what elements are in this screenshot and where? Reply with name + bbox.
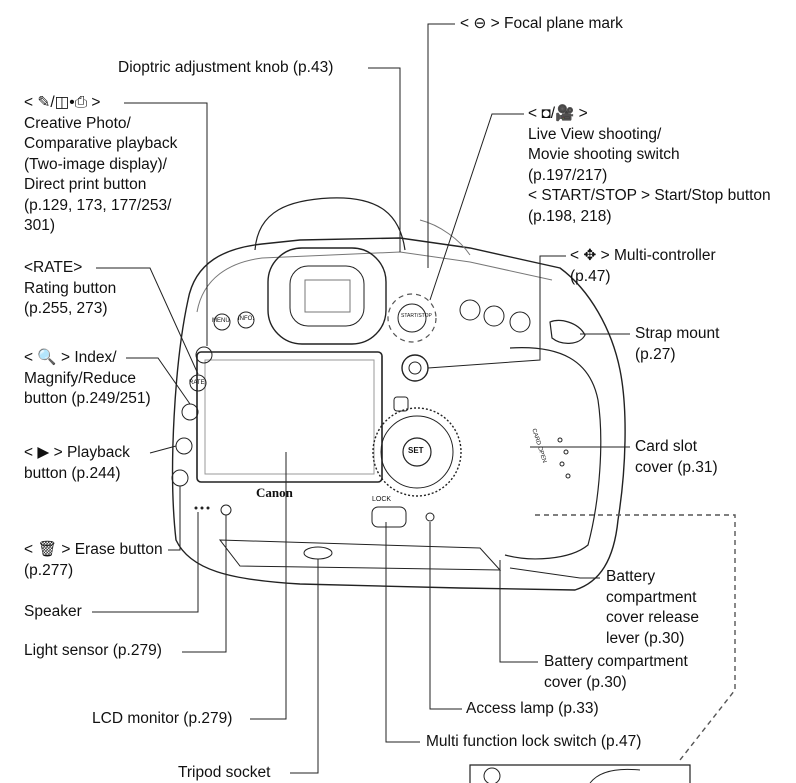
grip-dot	[559, 461, 565, 467]
callout-access-lamp: Access lamp (p.33)	[466, 700, 599, 717]
ae-lock-button	[483, 305, 505, 327]
rate-button	[189, 374, 207, 392]
grip-dot	[563, 449, 569, 455]
live-view-switch	[397, 303, 427, 333]
hand-grip	[504, 347, 602, 560]
quick-control-button	[393, 396, 409, 412]
callout-dioptric-knob: Dioptric adjustment knob (p.43)	[118, 59, 334, 76]
start-stop-label: START/STOP	[401, 313, 432, 319]
set-button	[402, 437, 432, 467]
callout-index-button: < 🔍 > Index/ Magnify/Reduce button (p.24…	[24, 349, 151, 407]
leader-lcd	[250, 452, 287, 720]
leader-access-lamp	[429, 522, 462, 710]
callout-erase-button: < 🗑 > Erase button (p.277)	[24, 541, 163, 579]
callout-card-slot-cover: Card slot cover (p.31)	[635, 438, 718, 476]
info-button	[237, 311, 255, 329]
leader-dioptric	[368, 67, 401, 252]
tripod-socket	[303, 546, 333, 560]
inset-curve	[589, 768, 641, 783]
viewfinder-housing	[254, 197, 406, 251]
leader-erase	[168, 486, 181, 551]
callout-tripod-socket: Tripod socket	[178, 764, 271, 781]
leader-lock-switch	[385, 522, 420, 743]
callout-battery-cover: Battery compartment cover (p.30)	[544, 653, 688, 691]
leader-battery-release	[509, 567, 600, 579]
callout-focal-plane-mark: < ⊖ > Focal plane mark	[460, 15, 623, 32]
leader-live-view	[429, 113, 524, 301]
eyepiece-glass	[304, 279, 351, 313]
strap-cord	[419, 219, 471, 256]
leader-rating	[96, 267, 199, 375]
leader-battery-cover	[499, 560, 538, 663]
access-lamp	[425, 512, 435, 522]
eyepiece-inner	[289, 265, 365, 327]
inset-guide-top	[535, 514, 736, 761]
leader-index	[126, 357, 191, 405]
leader-playback	[149, 445, 177, 454]
callout-lcd-monitor: LCD monitor (p.279)	[92, 710, 233, 727]
strap-mount	[549, 319, 586, 344]
camera-body-inner	[196, 251, 553, 313]
callout-rating-button: <RATE> Rating button (p.255, 273)	[24, 259, 117, 317]
callout-live-view-switch: < ◘/🎥 > Live View shooting/ Movie shooti…	[528, 105, 771, 225]
callout-multi-controller: < ✥ > Multi-controller (p.47)	[570, 247, 716, 285]
grip-dot	[557, 437, 563, 443]
brand-logo: Canon	[256, 485, 293, 500]
menu-button-label: MENU	[212, 318, 230, 324]
lock-switch-label: LOCK	[372, 496, 392, 503]
callout-speaker: Speaker	[24, 603, 82, 620]
index-button	[181, 403, 199, 421]
leader-speaker	[92, 512, 199, 613]
af-on-button	[459, 299, 481, 321]
live-view-highlight	[387, 293, 437, 343]
callout-creative-photo-button: < ✎/◫•⎙ > Creative Photo/ Comparative pl…	[24, 94, 178, 234]
speaker-hole-3	[206, 506, 210, 510]
callout-strap-mount: Strap mount (p.27)	[635, 325, 720, 363]
info-button-label: INFO.	[238, 316, 254, 322]
erase-button	[171, 469, 189, 487]
callout-lock-switch: Multi function lock switch (p.47)	[426, 733, 642, 750]
leader-multi-controller	[427, 255, 566, 369]
speaker-hole-2	[200, 506, 204, 510]
menu-button	[213, 313, 231, 331]
callout-light-sensor: Light sensor (p.279)	[24, 642, 162, 659]
lock-switch	[371, 506, 407, 528]
callout-playback-button: < ▶ > Playback button (p.244)	[24, 444, 130, 482]
camera-body	[171, 237, 626, 591]
inset-knob	[483, 767, 501, 783]
leader-focal-plane	[427, 23, 455, 268]
grip-dot	[565, 473, 571, 479]
playback-button	[175, 437, 193, 455]
leader-tripod	[290, 559, 319, 774]
leader-light-sensor	[182, 515, 227, 653]
lcd-screen	[204, 359, 375, 475]
set-button-label: SET	[408, 446, 424, 455]
lcd-monitor	[196, 351, 383, 483]
rate-button-label: RATE	[189, 380, 205, 386]
quick-control-dial	[372, 407, 462, 497]
speaker-hole-1	[194, 506, 198, 510]
eyecup	[267, 247, 387, 345]
light-sensor	[220, 504, 232, 516]
leader-creative-photo	[124, 102, 208, 346]
creative-photo-button	[195, 346, 213, 364]
callout-battery-release-lever: Battery compartment cover release lever …	[606, 568, 700, 647]
af-point-button	[509, 311, 531, 333]
bottom-plate	[218, 539, 502, 571]
multi-controller	[401, 354, 429, 382]
inset-fragment	[469, 764, 691, 783]
